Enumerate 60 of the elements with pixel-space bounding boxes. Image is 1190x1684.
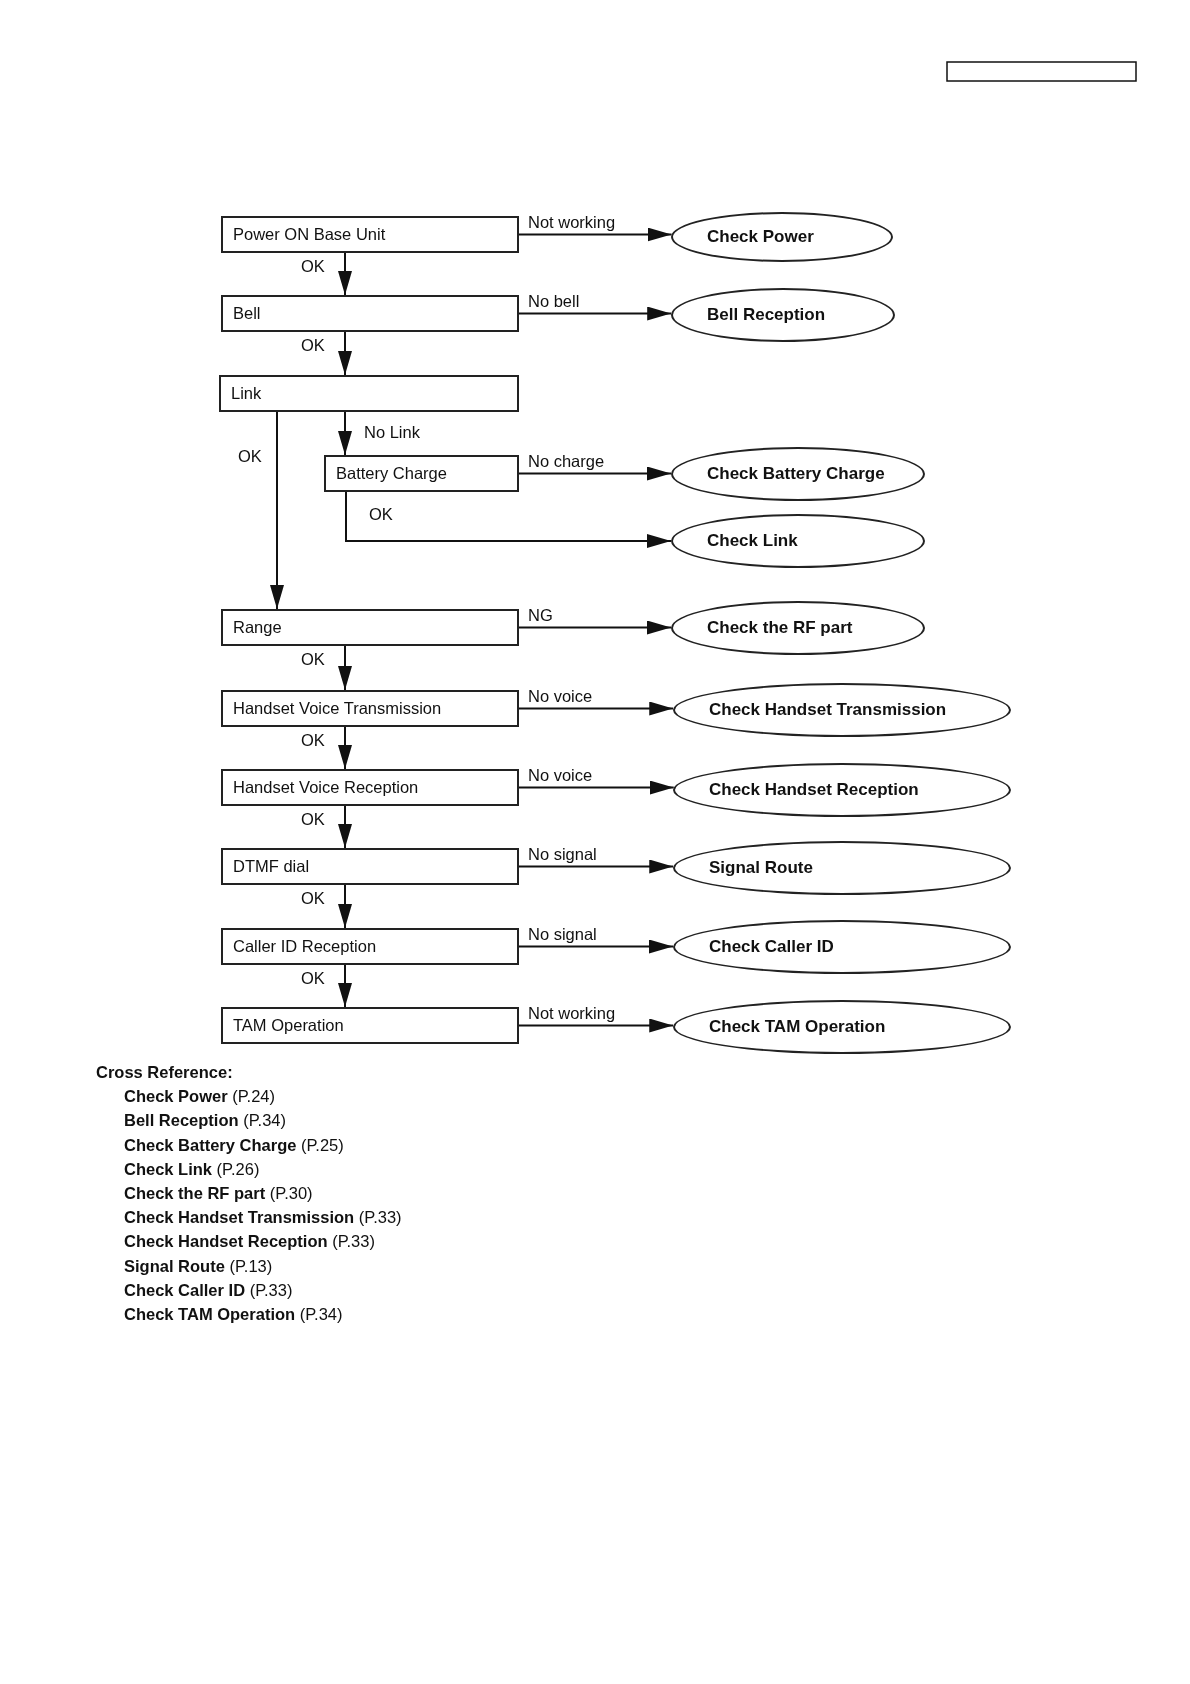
node-label: DTMF dial	[233, 857, 310, 876]
arrow	[338, 645, 352, 691]
arrow	[338, 252, 352, 296]
reference-item: Check Caller ID (P.33)	[124, 1280, 293, 1300]
arrow	[518, 227, 673, 242]
node-label: Bell	[233, 304, 261, 323]
node-label: Range	[233, 618, 282, 637]
node-label: Handset Voice Reception	[233, 778, 419, 797]
node-label: Power ON Base Unit	[233, 225, 386, 244]
process-box	[219, 375, 519, 412]
reference-item: Check Power (P.24)	[124, 1087, 275, 1107]
reference-item: Check Link (P.26)	[124, 1159, 260, 1179]
reference-item: Signal Route (P.13)	[124, 1256, 273, 1276]
process-box	[221, 295, 519, 332]
node-label: Check Handset Transmission	[709, 700, 947, 720]
node-label: Bell Reception	[707, 305, 826, 325]
arrow	[338, 964, 352, 1008]
reference-item: Check TAM Operation (P.34)	[124, 1305, 343, 1324]
node-label: Check Power	[707, 227, 814, 247]
arrow	[518, 466, 672, 481]
node-label: Battery Charge	[336, 464, 447, 483]
arrow	[270, 411, 284, 610]
node-label: Link	[231, 384, 262, 403]
node-label: Check Caller ID	[709, 937, 834, 957]
node-label: Signal Route	[709, 858, 813, 878]
arrow	[518, 780, 675, 795]
arrow	[518, 701, 675, 716]
process-box	[324, 455, 519, 492]
process-box	[221, 848, 519, 885]
arrow	[338, 331, 352, 376]
section-heading: Cross Reference:	[96, 1063, 233, 1082]
arrow	[338, 884, 352, 929]
process-box	[221, 609, 519, 646]
arrow	[518, 939, 675, 954]
process-box	[221, 928, 519, 965]
reference-item: Check Handset Transmission (P.33)	[124, 1208, 402, 1228]
reference-item: Bell Reception (P.34)	[124, 1111, 286, 1131]
node-label: Handset Voice Transmission	[233, 699, 442, 718]
node-label: Caller ID Reception	[233, 937, 377, 956]
node-label: Check TAM Operation	[709, 1017, 886, 1037]
arrow	[338, 805, 352, 849]
node-label: TAM Operation	[233, 1016, 344, 1035]
arrow	[518, 620, 672, 635]
process-box	[221, 690, 519, 727]
node-label: Check Link	[707, 531, 798, 551]
reference-item: Check Handset Reception (P.33)	[124, 1232, 375, 1252]
reference-item: Check Battery Charge (P.25)	[124, 1135, 344, 1155]
process-box	[221, 1007, 519, 1044]
node-label: Check Handset Reception	[709, 780, 919, 800]
arrow	[518, 859, 675, 874]
arrow	[345, 491, 672, 548]
arrow	[338, 411, 352, 456]
arrow	[518, 1018, 675, 1033]
process-box	[221, 216, 519, 253]
reference-item: Check the RF part (P.30)	[124, 1184, 313, 1203]
node-label: Check the RF part	[707, 618, 853, 638]
arrow	[518, 306, 673, 321]
arrow	[338, 726, 352, 770]
node-label: Check Battery Charge	[707, 464, 885, 484]
process-box	[221, 769, 519, 806]
